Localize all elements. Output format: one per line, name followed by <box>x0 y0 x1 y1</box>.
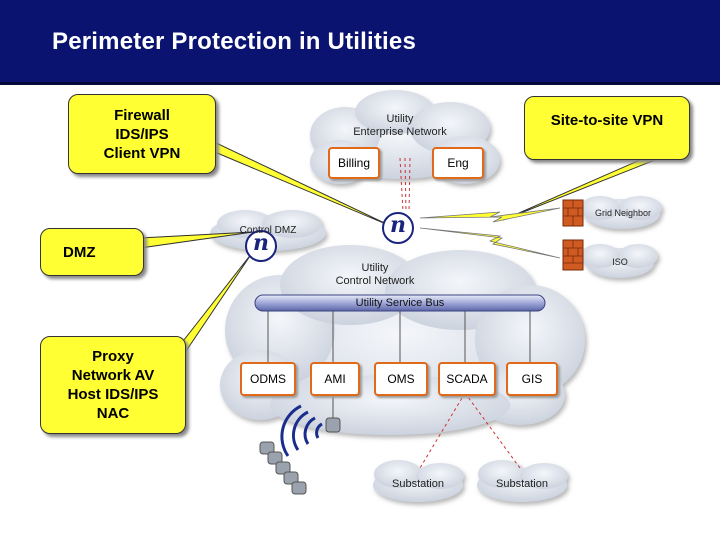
gis-box: GIS <box>506 362 558 396</box>
utility-service-bus <box>254 294 546 312</box>
substation-cloud-1 <box>373 460 464 502</box>
control-network-label: Utility Control Network <box>335 262 415 287</box>
grid-neighbor-label: Grid Neighbor <box>594 208 652 218</box>
proxy-callout: Proxy Network AV Host IDS/IPS NAC <box>40 336 186 434</box>
scada-box: SCADA <box>438 362 496 396</box>
oms-box: OMS <box>374 362 428 396</box>
router-glyph-main: n <box>390 212 406 238</box>
slide-title: Perimeter Protection in Utilities <box>52 28 417 55</box>
router-icon-dmz <box>245 230 277 262</box>
substation-label-1: Substation <box>392 478 444 490</box>
meter-icons <box>259 417 341 495</box>
lightning-bolts <box>419 207 561 259</box>
enterprise-cloud-label: Utility Enterprise Network <box>353 113 447 138</box>
substation-label-2: Substation <box>496 478 548 490</box>
grid-neighbor-cloud <box>580 196 662 229</box>
bus-drops <box>267 310 531 418</box>
title-bar: Perimeter Protection in Utilities <box>0 0 720 85</box>
firewall-icon-grid <box>562 199 584 227</box>
dashed-links <box>399 157 521 469</box>
iso-label: ISO <box>612 257 628 267</box>
eng-box: Eng <box>432 147 484 179</box>
callout-leaders <box>139 139 656 362</box>
site-to-site-vpn-callout: Site-to-site VPN <box>524 96 690 160</box>
iso-cloud <box>580 244 658 278</box>
ami-box: AMI <box>310 362 360 396</box>
firewall-callout: Firewall IDS/IPS Client VPN <box>68 94 216 174</box>
odms-box: ODMS <box>240 362 296 396</box>
firewall-icon-iso <box>562 239 584 271</box>
control-dmz-label: Control DMZ <box>239 225 297 236</box>
utility-service-bus-label: Utility Service Bus <box>355 297 445 309</box>
router-icon-main <box>382 212 414 244</box>
substation-cloud-2 <box>477 460 568 502</box>
router-glyph-dmz: n <box>253 230 269 256</box>
wireless-waves <box>280 404 323 457</box>
dmz-callout: DMZ <box>40 228 144 276</box>
billing-box: Billing <box>328 147 380 179</box>
